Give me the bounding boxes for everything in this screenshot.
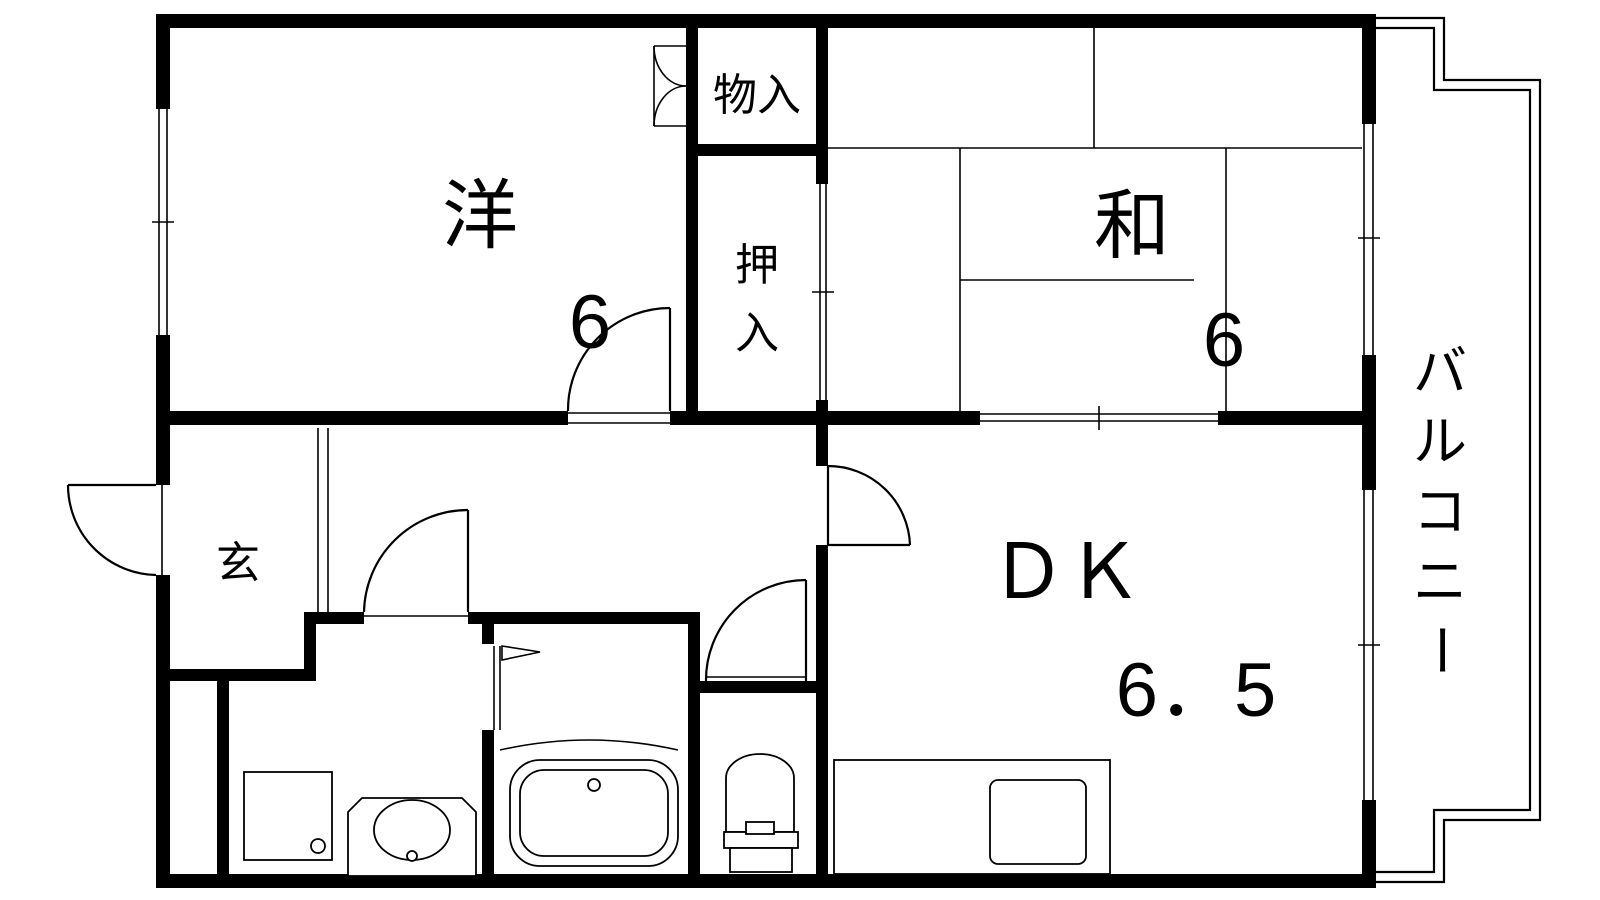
label-dining-kitchen: ＤＫ bbox=[990, 527, 1142, 616]
balcony-char: ー bbox=[1409, 623, 1472, 677]
window-west bbox=[152, 109, 174, 335]
shower-icon bbox=[493, 645, 541, 730]
balcony-char: コ bbox=[1413, 480, 1467, 543]
interior-walls bbox=[156, 14, 1376, 888]
balcony-char: ル bbox=[1413, 410, 1467, 473]
label-western-room: 洋 bbox=[442, 171, 518, 260]
balcony-outline bbox=[1362, 16, 1542, 884]
outer-walls bbox=[156, 14, 1376, 888]
label-balcony: バ ル コ ニ ー bbox=[1409, 340, 1472, 677]
washing-machine-space bbox=[243, 771, 333, 861]
kitchen-counter bbox=[833, 759, 1111, 875]
door-entrance bbox=[66, 483, 163, 577]
door-toilet bbox=[704, 578, 808, 682]
toilet bbox=[723, 753, 799, 873]
shoe-cabinet bbox=[317, 428, 329, 612]
door-western-room bbox=[566, 306, 672, 412]
door-storage bbox=[653, 45, 687, 127]
balcony-char: ニ bbox=[1413, 550, 1467, 613]
tatami-lines bbox=[828, 28, 1362, 411]
door-washroom bbox=[362, 508, 470, 617]
window-east-upper bbox=[1358, 124, 1380, 355]
label-japanese-room: 和 bbox=[1094, 181, 1170, 270]
door-closet-sliding bbox=[812, 184, 834, 400]
door-dk bbox=[826, 464, 912, 547]
label-entrance: 玄 bbox=[216, 538, 260, 589]
balcony-char: バ bbox=[1413, 340, 1467, 403]
window-east-lower bbox=[1358, 490, 1380, 800]
size-dining-kitchen: 6．5 bbox=[1116, 648, 1277, 733]
size-western-room: 6 bbox=[569, 280, 611, 365]
label-closet-bottom: 入 bbox=[735, 308, 779, 359]
wash-basin bbox=[347, 797, 477, 877]
bathtub bbox=[499, 739, 679, 867]
size-japanese-room: 6 bbox=[1203, 298, 1245, 383]
label-storage: 物入 bbox=[713, 70, 801, 121]
door-japanese-sliding bbox=[980, 406, 1218, 430]
label-closet-top: 押 bbox=[735, 240, 779, 291]
